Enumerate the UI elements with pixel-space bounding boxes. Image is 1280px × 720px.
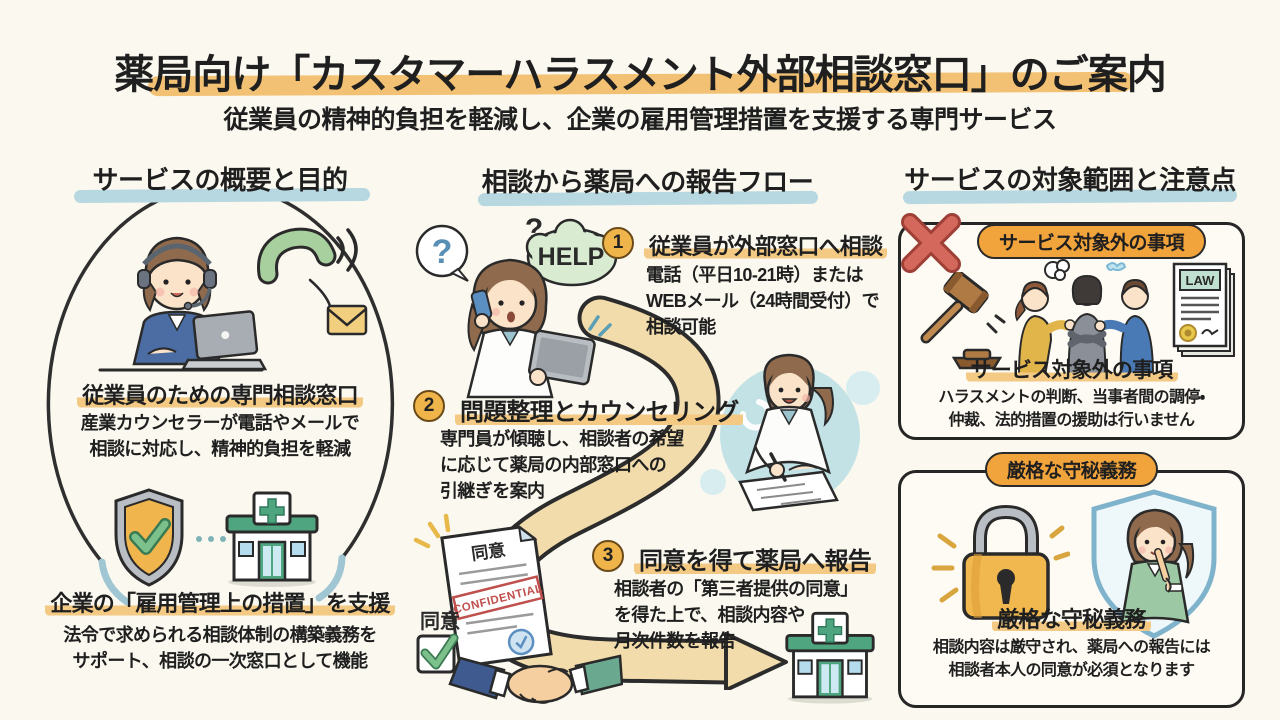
pharmacy-icon-target — [785, 611, 875, 704]
consent-document-icon: 同意 CONFIDENTIAL — [440, 524, 553, 669]
law-document-icon: LAW — [1172, 262, 1235, 357]
arrow-head — [724, 632, 788, 690]
step-3-number: 3 — [592, 540, 624, 572]
step-2-number: 2 — [413, 390, 445, 422]
card2-body: 相談内容は厳守され、薬局への報告には 相談者本人の同意が必須となります — [932, 639, 1211, 679]
pharmacy-icon — [225, 491, 319, 587]
step-1-heading: 従業員が外部窓口へ相談 — [644, 229, 904, 261]
left-heading-2: 企業の「雇用管理上の措置」を支援 — [20, 586, 420, 618]
ellipsis-dots — [196, 536, 226, 542]
card2-badge: 厳格な守秘義務 — [984, 452, 1159, 487]
card2-heading: 厳格な守秘義務 — [898, 602, 1245, 634]
handshake-icon — [448, 654, 623, 704]
shush-woman-illustration — [1091, 489, 1217, 639]
shield-check-icon — [114, 488, 184, 587]
anger-puff-icon — [1044, 259, 1070, 281]
red-cross-icon — [901, 213, 961, 273]
svg-text:?: ? — [432, 233, 453, 271]
consent-handshake-illustration: 同意 CONFIDENTIAL 同意 — [413, 513, 623, 704]
tablet-icon — [528, 329, 596, 386]
svg-text:同意: 同意 — [420, 609, 460, 633]
page-title: 薬局向け「カスタマーハラスメント外部相談窓口」のご案内 — [114, 53, 1166, 97]
step-3-body: 相談者の「第三者提供の同意」 を得た上で、相談内容や 月次件数を報告 — [614, 579, 858, 651]
step-1-body: 電話（平日10-21時）または WEBメール（24時間受付）で 相談可能 — [646, 265, 880, 337]
green-cross-icon — [817, 618, 843, 643]
card1-body: ハラスメントの判断、当事者間の調停・ 仲裁、法的措置の援助は行いません — [938, 389, 1205, 429]
padlock-icon — [931, 504, 1070, 620]
green-cross-icon — [259, 498, 285, 524]
svg-text:LAW: LAW — [1186, 273, 1216, 288]
help-cloud-icon: HELP — [522, 218, 618, 304]
phone-mail-icons — [257, 227, 368, 336]
caller-illustration: ? ? HELP — [415, 213, 618, 399]
left-heading-1: 従業員のための専門相談窓口 — [30, 378, 410, 410]
right-section-header: サービスの対象範囲と注意点 — [904, 165, 1236, 195]
middle-section-header: 相談から薬局への報告フロー — [481, 167, 814, 197]
step-3-heading: 同意を得て薬局へ報告 — [634, 541, 894, 576]
left-body-2: 法令で求められる相談体制の構築義務を サポート、相談の一次窓口として機能 — [63, 625, 377, 671]
left-section-header: サービスの概要と目的 — [92, 165, 348, 195]
step-2-body: 専門員が傾聴し、相談者の希望 に応じて薬局の内部窓口への 引継ぎを案内 — [440, 429, 684, 501]
mail-icon — [326, 304, 368, 336]
svg-text:同意: 同意 — [470, 539, 506, 564]
consent-checkbox-icon — [416, 633, 459, 674]
operator-illustration — [98, 236, 267, 372]
step-2-heading: 問題整理とカウンセリング — [455, 392, 755, 427]
question-bubble-icon — [415, 224, 469, 278]
card1-badge-wrap: サービス対象外の事項 — [938, 224, 1245, 259]
card1-badge: サービス対象外の事項 — [976, 224, 1206, 259]
step-1-number: 1 — [602, 227, 634, 259]
page-subtitle: 従業員の精神的負担を軽減し、企業の雇用管理措置を支援する専門サービス — [223, 106, 1057, 134]
svg-text:HELP: HELP — [538, 243, 605, 271]
left-body-1: 産業カウンセラーが電話やメールで 相談に対応し、精神的負担を軽減 — [80, 413, 360, 459]
card1-heading: サービス対象外の事項 — [898, 354, 1245, 384]
card2-badge-wrap: 厳格な守秘義務 — [898, 452, 1245, 487]
counselor-illustration — [700, 353, 880, 512]
